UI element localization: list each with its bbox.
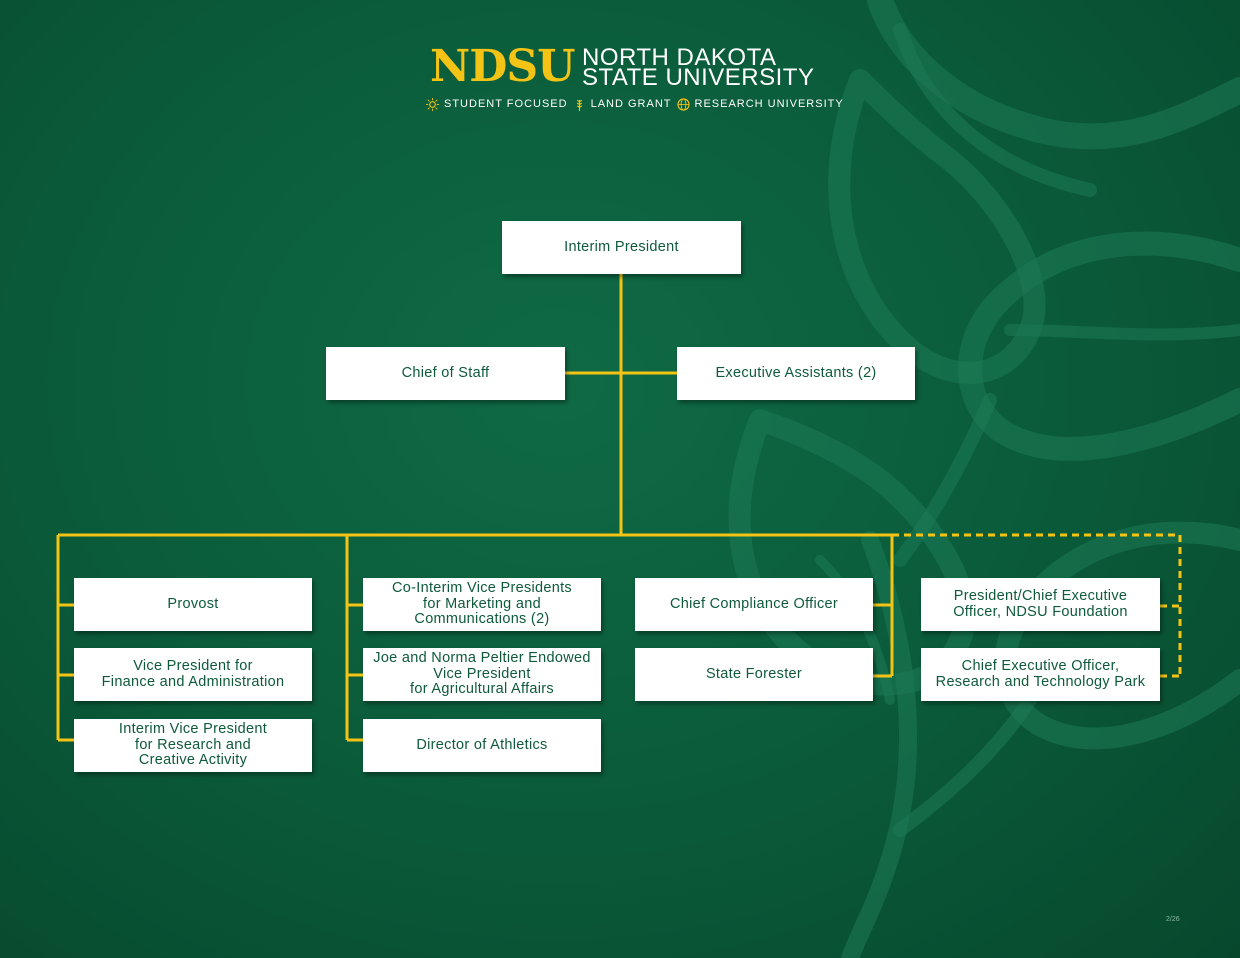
org-box-provost: Provost: [74, 578, 312, 631]
wheat-icon: [576, 99, 582, 111]
org-box-vp-marketing: Co-Interim Vice Presidents for Marketing…: [363, 578, 601, 631]
university-header: NDSU NORTH DAKOTA STATE UNIVERSITY STUDE…: [0, 0, 1240, 120]
org-box-research-park-ceo: Chief Executive Officer, Research and Te…: [921, 648, 1160, 701]
org-box-vp-research: Interim Vice President for Research and …: [74, 719, 312, 772]
org-box-foundation-ceo: President/Chief Executive Officer, NDSU …: [921, 578, 1160, 631]
org-box-state-forester: State Forester: [635, 648, 873, 701]
org-box-chief-compliance: Chief Compliance Officer: [635, 578, 873, 631]
org-box-president: Interim President: [502, 221, 741, 274]
tagline-student-focused: STUDENT FOCUSED: [444, 98, 568, 110]
sun-icon: [426, 97, 439, 111]
university-name-line1: NORTH DAKOTA: [582, 44, 777, 71]
org-box-director-athletics: Director of Athletics: [363, 719, 601, 772]
org-box-executive-assistants: Executive Assistants (2): [677, 347, 915, 400]
tagline-research-university: RESEARCH UNIVERSITY: [694, 98, 844, 110]
org-box-chief-of-staff: Chief of Staff: [326, 347, 565, 400]
tagline-land-grant: LAND GRANT: [590, 98, 672, 110]
university-name-line2: STATE UNIVERSITY: [582, 64, 815, 91]
org-box-vp-agriculture: Joe and Norma Peltier Endowed Vice Presi…: [363, 648, 601, 701]
page-number: 2/26: [1166, 916, 1180, 923]
university-tagline: STUDENT FOCUSED LAND GRANT RESEARCH UNIV…: [426, 96, 844, 112]
ndsu-logo: NDSU: [430, 41, 576, 92]
university-name: NORTH DAKOTA STATE UNIVERSITY: [582, 44, 815, 91]
globe-icon: [676, 97, 690, 111]
org-box-vp-finance: Vice President for Finance and Administr…: [74, 648, 312, 701]
